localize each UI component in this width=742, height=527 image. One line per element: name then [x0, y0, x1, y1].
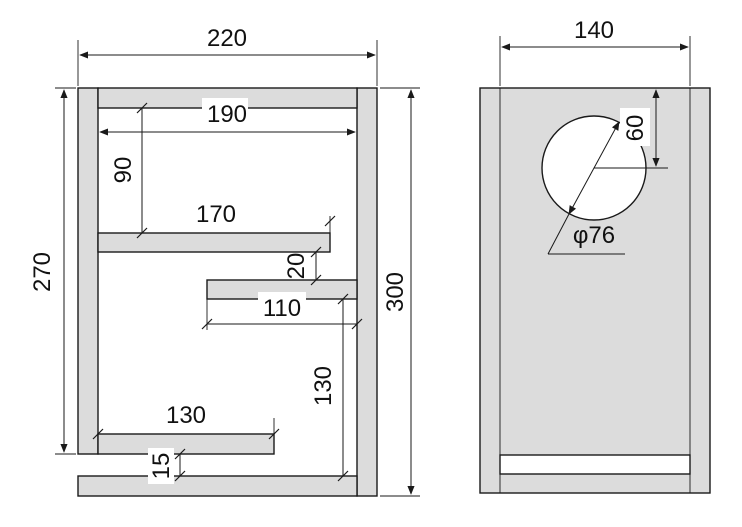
- dim-label-shelf-upper-width: 170: [196, 201, 236, 228]
- bottom-panel: [77, 475, 358, 497]
- dim-shelf-upper-width: 170: [98, 201, 336, 234]
- dim-label-hole-diameter: φ76: [573, 222, 615, 249]
- dim-inner-height: 270: [29, 87, 76, 455]
- front-bottom-port: [499, 454, 691, 475]
- dim-hole-diameter: φ76: [547, 121, 625, 255]
- dim-overall-width: 220: [77, 25, 378, 86]
- dim-label-overall-height: 300: [382, 272, 409, 312]
- upper-shelf-panel: [97, 232, 331, 253]
- dim-shelf-gap: 20: [283, 246, 322, 286]
- dim-label-upper-depth: 90: [110, 157, 137, 184]
- dim-label-front-width: 140: [574, 17, 614, 44]
- dim-label-overall-width: 220: [207, 25, 247, 52]
- dim-overall-height: 300: [380, 87, 420, 497]
- dim-label-inner-top-width: 190: [207, 101, 247, 128]
- lower-shelf-panel: [97, 433, 275, 455]
- dim-label-hole-offset: 60: [622, 115, 649, 142]
- dim-label-shelf-gap: 20: [283, 253, 310, 280]
- dim-hole-offset: 60: [620, 87, 668, 167]
- dim-label-bottom-shelf-width: 130: [166, 402, 206, 429]
- dim-label-lower-height: 130: [310, 366, 337, 406]
- dim-upper-depth: 90: [110, 102, 148, 239]
- dim-lower-height: 130: [310, 293, 349, 482]
- right-side-panel: [356, 87, 378, 497]
- side-section-view: 220 190 90 170 20: [29, 25, 420, 497]
- front-view: 140 60 φ76: [479, 17, 711, 494]
- dim-bottom-gap: 15: [148, 448, 186, 484]
- dim-label-inner-height: 270: [29, 252, 56, 292]
- dim-bottom-shelf-width: 130: [92, 402, 280, 440]
- dim-front-width: 140: [499, 17, 691, 86]
- dim-shelf-middle-width: 110: [201, 292, 363, 330]
- left-side-panel: [77, 87, 99, 455]
- dim-label-bottom-gap: 15: [148, 453, 175, 480]
- dim-label-shelf-middle-width: 110: [263, 295, 301, 322]
